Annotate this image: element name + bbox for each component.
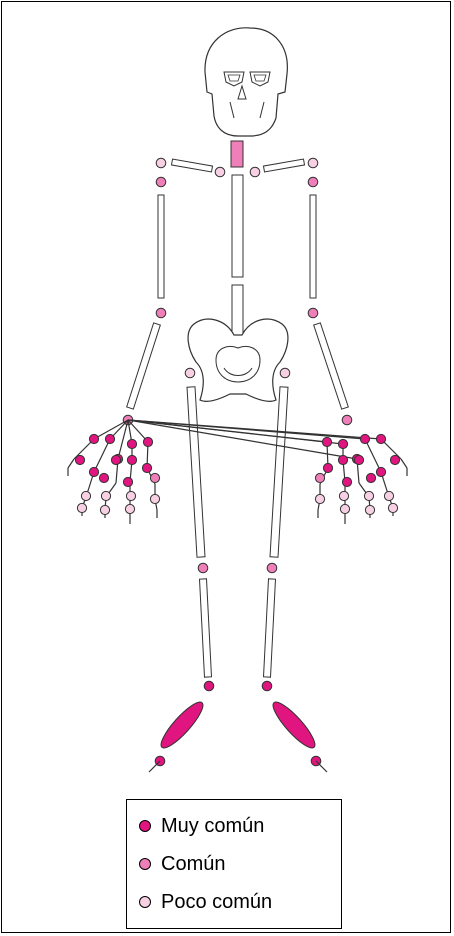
right-shoulder-upper-joint — [308, 158, 318, 168]
right-hand-joint-4 — [322, 437, 331, 446]
left-phalanx-1-2 — [68, 459, 74, 468]
right-hand-joint-2 — [360, 434, 369, 443]
right-shoulder-joint — [308, 177, 318, 187]
right-foot — [268, 697, 320, 752]
left-toe-line — [149, 761, 160, 772]
right-hand-joint-14 — [384, 491, 393, 500]
right-hand-joint-9 — [338, 455, 347, 464]
right-hand-joint-8 — [354, 455, 363, 464]
lumbar-spine — [232, 285, 243, 340]
left-hand-joint-17 — [150, 494, 159, 503]
left-humerus — [158, 195, 164, 298]
right-hand-joint-16 — [339, 491, 348, 500]
right-phalanx-1-2 — [401, 459, 407, 468]
left-hand-joint-19 — [100, 505, 109, 514]
skull — [205, 28, 287, 136]
left-hand-joint-14 — [81, 491, 90, 500]
thoracic-spine — [232, 175, 243, 277]
right-ankle-joint — [262, 681, 272, 691]
left-hand-joint-20 — [125, 504, 134, 513]
left-clavicle — [171, 159, 212, 172]
left-hand-joint-2 — [105, 434, 114, 443]
uncommon-dot — [139, 896, 151, 908]
right-hand-joint-6 — [390, 455, 399, 464]
legend-label-common: Común — [161, 853, 225, 876]
legend-item-very-common: Muy común — [139, 808, 264, 844]
left-hand-joint-8 — [111, 455, 120, 464]
right-humerus — [310, 195, 316, 298]
left-shoulder-upper-joint — [156, 158, 166, 168]
right-knee-joint — [267, 563, 277, 573]
cervical-spine — [231, 141, 243, 167]
left-ankle-joint — [204, 681, 214, 691]
right-hand-joint-15 — [364, 491, 373, 500]
left-hand-joint-15 — [101, 491, 110, 500]
right-wrist-joint — [342, 415, 352, 425]
legend-item-uncommon: Poco común — [139, 884, 272, 920]
left-hand-joint-16 — [126, 491, 135, 500]
left-tibia — [200, 579, 212, 677]
right-femur — [270, 387, 288, 557]
right-hand-joint-18 — [388, 503, 397, 512]
left-knee-joint — [198, 563, 208, 573]
left-femur — [187, 387, 205, 557]
legend-label-very-common: Muy común — [161, 815, 264, 838]
right-hand-joint-1 — [376, 434, 385, 443]
left-hand-joint-4 — [143, 437, 152, 446]
right-hand-joint-11 — [366, 473, 375, 482]
left-shoulder-joint — [156, 177, 166, 187]
left-hand-joint-18 — [77, 503, 86, 512]
right-hand-joint-12 — [342, 477, 351, 486]
right-hand-joint-13 — [315, 473, 324, 482]
left-hip-joint — [185, 368, 195, 378]
right-metacarpal-2 — [128, 420, 365, 439]
left-sternoclavicular-joint — [215, 167, 225, 177]
left-hand-joint-11 — [99, 473, 108, 482]
left-phalanx-2-1 — [94, 439, 110, 472]
left-hand-joint-1 — [89, 434, 98, 443]
left-hand-joint-7 — [89, 467, 98, 476]
right-clavicle — [263, 159, 304, 172]
left-hand-joint-13 — [150, 473, 159, 482]
left-hand-joint-10 — [142, 463, 151, 472]
left-hand-joint-3 — [127, 439, 136, 448]
right-hand-joint-3 — [338, 439, 347, 448]
common-dot — [139, 858, 151, 870]
right-sternoclavicular-joint — [250, 167, 260, 177]
right-hand-joint-17 — [315, 494, 324, 503]
right-tibia — [264, 579, 276, 677]
right-forearm — [314, 323, 349, 409]
right-hand-joint-20 — [340, 504, 349, 513]
left-elbow-joint — [156, 308, 166, 318]
left-foot — [156, 697, 208, 752]
legend-label-uncommon: Poco común — [161, 891, 272, 914]
right-phalanx-2-1 — [365, 439, 381, 472]
right-toe-line — [316, 761, 327, 772]
right-hand-joint-19 — [365, 505, 374, 514]
left-forearm — [127, 323, 161, 409]
left-hand-joint-9 — [127, 455, 136, 464]
left-hand-joint-12 — [123, 477, 132, 486]
very-common-dot — [139, 820, 151, 832]
right-hand-joint-10 — [323, 463, 332, 472]
left-hand-joint-6 — [75, 455, 84, 464]
right-hand-joint-7 — [376, 467, 385, 476]
pelvic-inlet — [216, 347, 260, 383]
right-metacarpal-5 — [128, 420, 327, 442]
right-hip-joint — [280, 368, 290, 378]
legend: Muy común Común Poco común — [126, 799, 342, 929]
right-elbow-joint — [308, 308, 318, 318]
legend-item-common: Común — [139, 846, 225, 882]
